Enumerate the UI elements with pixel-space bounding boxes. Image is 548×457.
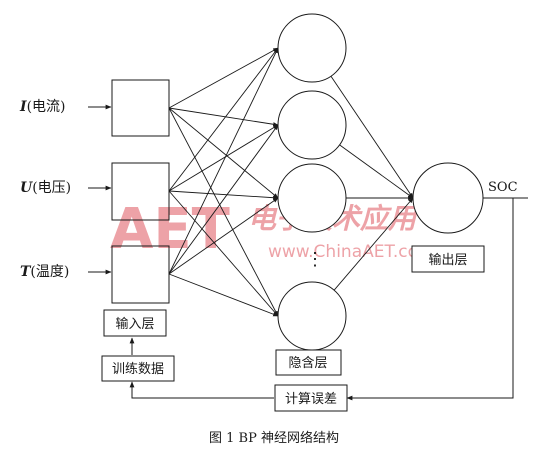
- input-var-u: U: [20, 180, 33, 196]
- output-node: [412, 162, 484, 234]
- input-label-t: T(温度): [20, 264, 69, 280]
- figure-caption: 图 1 BP 神经网络结构: [209, 430, 339, 446]
- input-var-i: I: [19, 99, 27, 115]
- input-desc-u: (电压): [32, 180, 71, 196]
- output-layer-box: [411, 245, 485, 273]
- input-layer-box: [103, 309, 167, 337]
- input-node-3: [111, 245, 170, 304]
- input-desc-t: (温度): [30, 264, 69, 280]
- training-data-box: [101, 355, 175, 382]
- input-desc-i: (电流): [27, 99, 66, 115]
- compute-error-box: [274, 384, 348, 412]
- edge-input-3-hidden-4: [168, 273, 279, 317]
- edge-input-1-hidden-1: [168, 47, 279, 109]
- input-label-u: U(电压): [20, 180, 71, 196]
- hidden-node-4: [277, 281, 347, 351]
- watermark-url: www.ChinaAET.com: [268, 242, 435, 262]
- training-data-label: 训练数据: [112, 362, 164, 377]
- compute-error-label: 计算误差: [285, 392, 337, 407]
- output-layer-label: 输出层: [428, 252, 467, 268]
- edge-input-1-hidden-4: [168, 107, 279, 317]
- edge-input-1-hidden-2: [168, 107, 279, 127]
- watermark-logo: AET: [110, 197, 230, 262]
- svg-text:I(电流): I(电流): [19, 99, 66, 115]
- edge-input-2-hidden-4: [168, 190, 279, 317]
- input-node-1: [111, 79, 170, 137]
- input-var-t: T: [20, 264, 32, 280]
- edge-hidden-1-output: [330, 75, 414, 199]
- edge-input-3-hidden-2: [168, 124, 279, 275]
- edge-input-3-hidden-3: [168, 197, 279, 275]
- edge-input-3-hidden-1: [168, 47, 279, 275]
- edge-input-1-hidden-3: [168, 107, 279, 199]
- input-label-i: I(电流): [19, 99, 66, 115]
- connections-input-hidden: [168, 47, 279, 317]
- hidden-node-2: [277, 90, 347, 160]
- hidden-layer-label: 隐含层: [288, 355, 327, 371]
- svg-text:T(温度): T(温度): [20, 264, 69, 280]
- hidden-layer-box: [275, 349, 342, 376]
- edge-hidden-4-output: [333, 197, 414, 291]
- connections-hidden-output: [330, 75, 414, 291]
- edge-hidden-2-output: [339, 144, 414, 199]
- edge-input-2-hidden-3: [168, 190, 279, 200]
- hidden-node-1: [277, 13, 347, 83]
- svg-text:U(电压): U(电压): [20, 180, 71, 196]
- edge-input-2-hidden-2: [168, 124, 279, 192]
- feedback-line-right: [346, 198, 514, 401]
- output-var-label: SOC: [488, 180, 518, 195]
- input-layer-label: 输入层: [115, 316, 154, 332]
- hidden-node-3: [277, 163, 347, 233]
- edge-input-2-hidden-1: [168, 47, 279, 192]
- hidden-ellipsis: ⋮: [306, 249, 324, 270]
- feedback-line-left: [129, 381, 274, 399]
